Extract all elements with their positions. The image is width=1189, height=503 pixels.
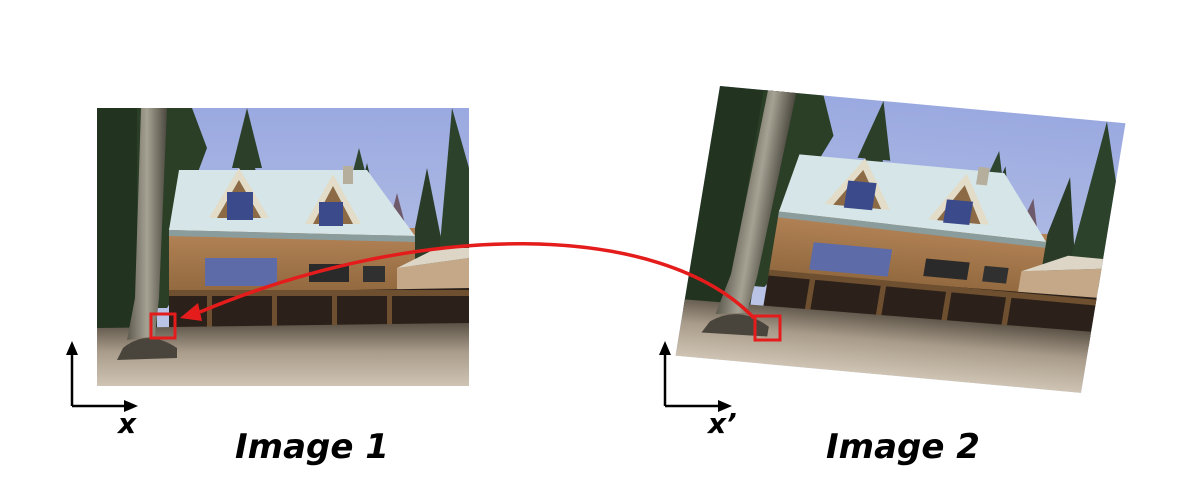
image-1-axis-label: x [118,407,137,440]
image-2-caption: Image 2 [826,427,980,467]
axis-icon-image-2 [659,341,732,412]
arrowhead [180,303,202,321]
image-2-marker-box [753,314,782,342]
axis-icon-image-1 [66,341,138,412]
image-1-photo [97,108,469,386]
correspondence-arrow [199,242,756,320]
image-2-photo [675,86,1126,393]
image-1-marker-box [149,312,177,340]
image-2-axis-label: x’ [708,407,737,440]
image-1-caption: Image 1 [235,427,389,467]
